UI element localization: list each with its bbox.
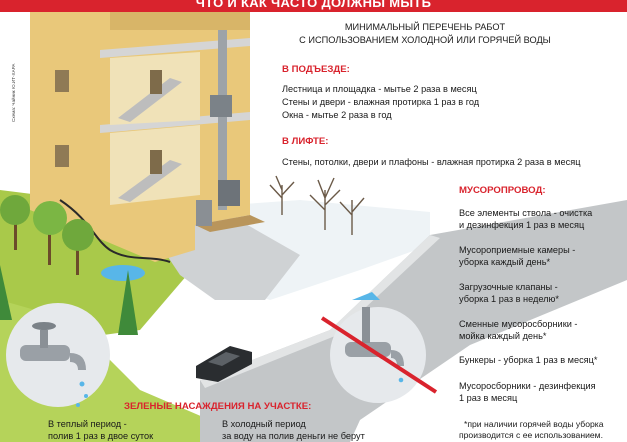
- image-credit: Схема: Чайник Ю.ИТ-ХАРА: [11, 63, 16, 122]
- building: [30, 12, 265, 263]
- winter-trees: [269, 175, 365, 235]
- warm-tap-illustration: [6, 303, 110, 407]
- chute-item-line: Загрузочные клапаны -: [459, 282, 558, 292]
- entrance-item: Окна - мытье 2 раза в год: [282, 110, 392, 120]
- chute-item-line: 1 раз в месяц: [459, 393, 518, 403]
- trees: [0, 195, 138, 335]
- elevator-heading: В ЛИФТЕ:: [282, 136, 329, 147]
- greenery-warm-line: полив 1 раз в двое суток: [48, 431, 154, 441]
- greenery-heading: ЗЕЛЕНЫЕ НАСАЖДЕНИЯ НА УЧАСТКЕ:: [124, 401, 312, 412]
- chute-heading: МУСОРОПРОВОД:: [459, 185, 546, 196]
- intro-line-2: С ИСПОЛЬЗОВАНИЕМ ХОЛОДНОЙ ИЛИ ГОРЯЧЕЙ ВО…: [299, 35, 551, 45]
- road: [200, 200, 627, 442]
- chute-item-line: Сменные мусоросборники -: [459, 319, 578, 329]
- chute-item-line: Все элементы ствола - очистка: [459, 208, 593, 218]
- entrance-item: Лестница и площадка - мытье 2 раза в мес…: [282, 84, 477, 94]
- chute-item-line: Мусоросборники - дезинфекция: [459, 381, 596, 391]
- chute-item-line: уборка 1 раз в неделю*: [459, 294, 560, 304]
- illustration: [0, 12, 627, 442]
- page-title: ЧТО И КАК ЧАСТО ДОЛЖНЫ МЫТЬ: [195, 0, 432, 10]
- elevator-item: Стены, потолки, двери и плафоны - влажна…: [282, 157, 581, 167]
- chute-item-line: Мусороприемные камеры -: [459, 245, 576, 255]
- greenery-warm-line: В теплый период -: [48, 419, 127, 429]
- entrance-item: Стены и двери - влажная протирка 1 раз в…: [282, 97, 480, 107]
- chute-item-line: мойка каждый день*: [459, 331, 547, 341]
- chute-item-line: Бункеры - уборка 1 раз в месяц*: [459, 355, 598, 365]
- chute-footnote: *при наличии горячей воды уборка: [464, 419, 604, 429]
- chute-item-line: и дезинфекция 1 раз в месяц: [459, 220, 585, 230]
- chute-item-line: уборка каждый день*: [459, 257, 551, 267]
- puddle: [101, 265, 145, 281]
- car: [196, 346, 252, 382]
- header-bar: ЧТО И КАК ЧАСТО ДОЛЖНЫ МЫТЬ: [0, 0, 627, 12]
- chute-footnote: производится с ее использованием.: [459, 430, 603, 440]
- cold-tap-illustration: [320, 292, 438, 403]
- greenery-cold-line: за воду на полив деньги не берут: [222, 431, 365, 441]
- greenery-cold-line: В холодный период: [222, 419, 306, 429]
- entrance-heading: В ПОДЪЕЗДЕ:: [282, 64, 350, 75]
- intro-line-1: МИНИМАЛЬНЫЙ ПЕРЕЧЕНЬ РАБОТ: [344, 22, 506, 32]
